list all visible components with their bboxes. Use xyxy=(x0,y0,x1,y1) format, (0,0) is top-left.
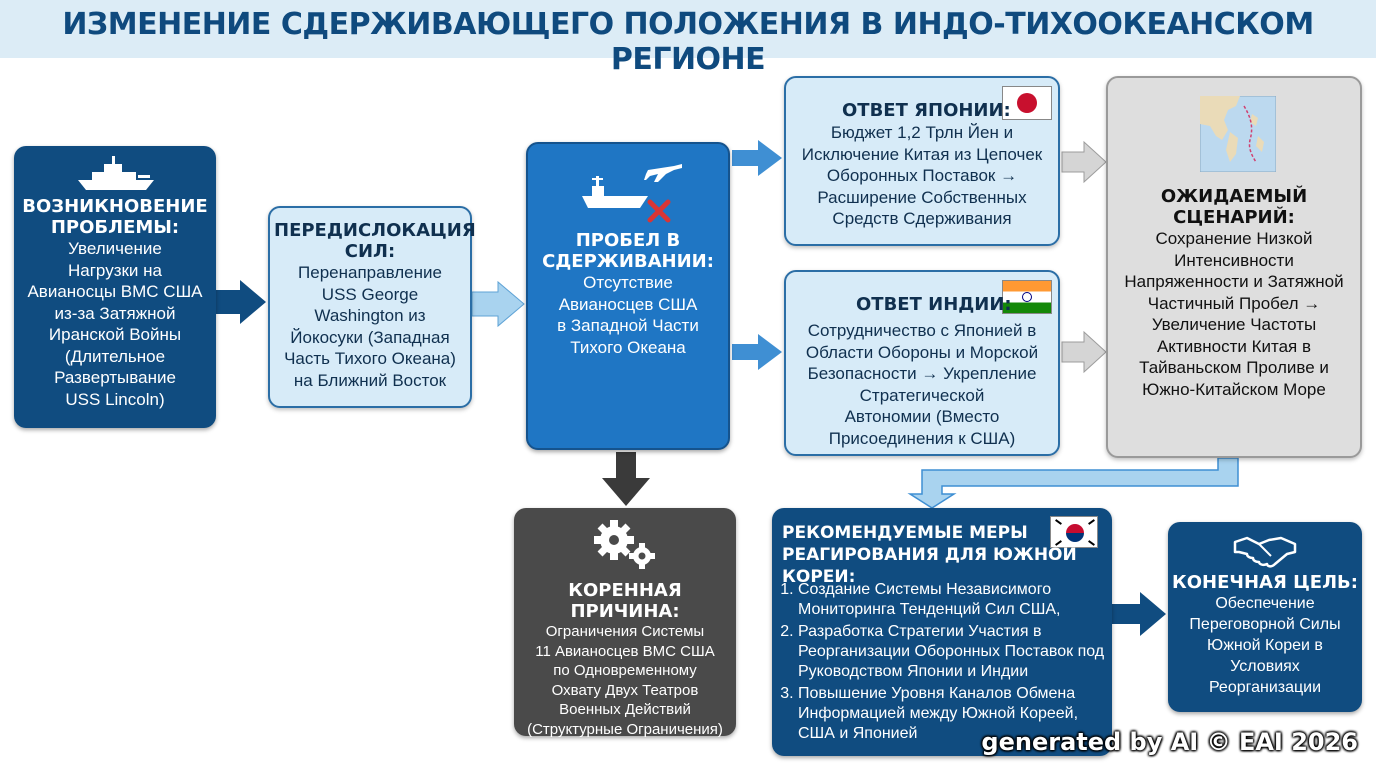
japan-heading: ОТВЕТ ЯПОНИИ: xyxy=(842,100,1011,121)
recommendations-list: Создание Системы Независимого Мониторинг… xyxy=(770,580,1106,746)
arrow-gap-japan xyxy=(732,140,782,176)
india-flag-icon xyxy=(1002,280,1052,314)
page-title: ИЗМЕНЕНИЕ СДЕРЖИВАЮЩЕГО ПОЛОЖЕНИЯ В ИНДО… xyxy=(62,7,1314,77)
carrier-airplane-icon xyxy=(582,164,682,223)
gears-icon xyxy=(594,520,655,569)
scenario-heading: ОЖИДАЕМЫЙ СЦЕНАРИЙ: xyxy=(1160,186,1308,228)
goal-heading: КОНЕЧНАЯ ЦЕЛЬ: xyxy=(1172,572,1358,593)
problem-heading: ВОЗНИКНОВЕНИЕ ПРОБЛЕМЫ: xyxy=(22,196,208,238)
map-icon xyxy=(1200,96,1276,172)
warship-icon xyxy=(78,156,154,190)
arrow-recommend-goal xyxy=(1112,592,1166,636)
handshake-icon xyxy=(1233,536,1297,568)
list-item: Повышение Уровня Каналов Обмена Информац… xyxy=(798,684,1106,744)
root-heading: КОРЕННАЯ ПРИЧИНА: xyxy=(568,580,682,622)
arrow-india-scenario xyxy=(1061,330,1107,374)
list-item: Создание Системы Независимого Мониторинг… xyxy=(798,580,1106,620)
arrow-redeploy-gap xyxy=(471,280,525,328)
redeploy-heading: ПЕРЕДИСЛОКАЦИЯ СИЛ: xyxy=(274,220,476,262)
korea-flag-icon xyxy=(1050,516,1098,548)
recommendations-heading: РЕКОМЕНДУЕМЫЕ МЕРЫ РЕАГИРОВАНИЯ ДЛЯ ЮЖНО… xyxy=(782,523,1077,587)
recommendations-box: РЕКОМЕНДУЕМЫЕ МЕРЫ РЕАГИРОВАНИЯ ДЛЯ ЮЖНО… xyxy=(772,508,1112,756)
title-bar xyxy=(0,0,1376,58)
japan-flag-icon xyxy=(1002,86,1052,120)
arrow-gap-root xyxy=(602,452,650,506)
arrow-japan-scenario xyxy=(1061,140,1107,184)
arrow-problem-redeploy xyxy=(216,280,266,324)
arrow-gap-india xyxy=(732,334,782,370)
gap-heading: ПРОБЕЛ В СДЕРЖИВАНИИ: xyxy=(542,230,714,272)
list-item: Разработка Стратегии Участия в Реорганиз… xyxy=(798,622,1106,682)
india-heading: ОТВЕТ ИНДИИ: xyxy=(856,294,1012,315)
arrow-scenario-recommend xyxy=(907,457,1239,509)
watermark: generated by AI © EAI 2026 xyxy=(981,728,1358,756)
